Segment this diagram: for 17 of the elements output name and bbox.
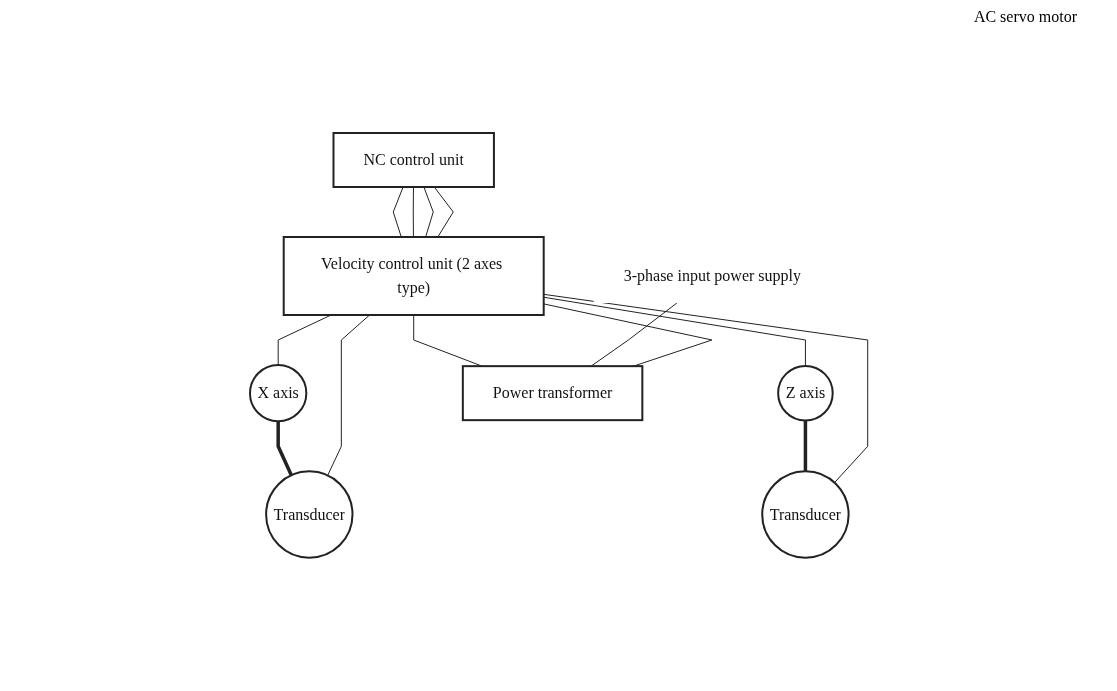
node-circle: Transducer — [264, 470, 354, 559]
connector — [412, 186, 414, 238]
connector — [803, 420, 807, 472]
connector — [326, 314, 370, 477]
node-circle: Z axis — [776, 365, 834, 422]
node-circle: Transducer — [760, 470, 850, 559]
note-label: AC servo motor — [973, 8, 1077, 26]
node-text: 3-phase input power supply — [623, 267, 801, 285]
connector — [276, 421, 293, 477]
node-box: Power transformer — [461, 365, 643, 422]
node-box: Velocity control unit (2 axes type) — [282, 236, 545, 317]
connector — [412, 314, 483, 367]
connector — [423, 186, 434, 238]
connector — [392, 186, 404, 238]
node-circle: X axis — [248, 364, 307, 423]
node-box: NC control unit — [332, 132, 495, 189]
connector — [590, 302, 678, 367]
